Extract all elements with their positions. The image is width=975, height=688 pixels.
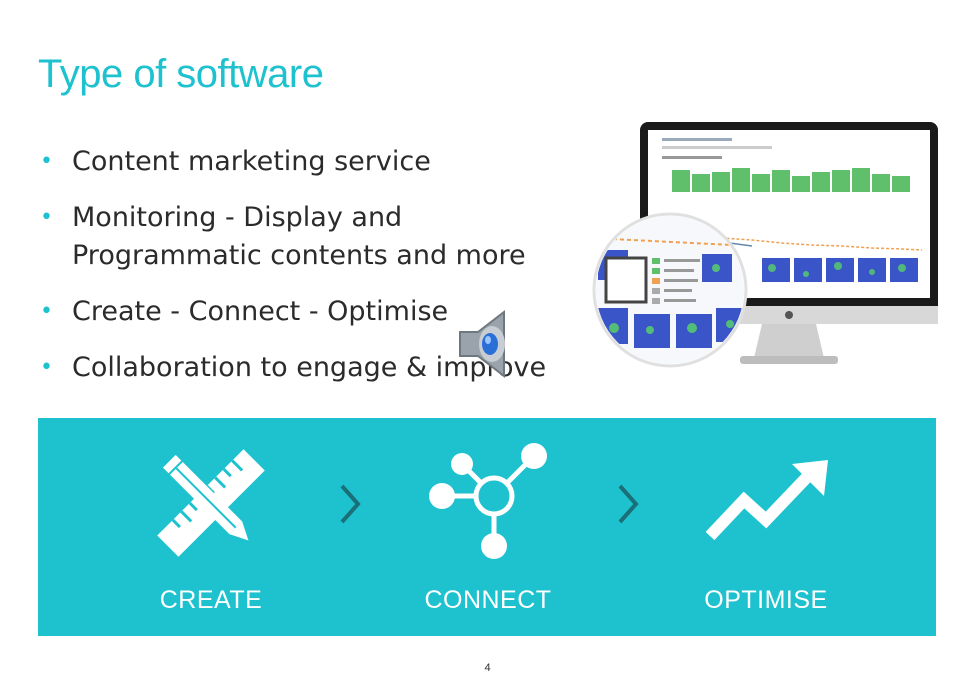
bullet-item: • Monitoring - Display and Programmatic c… (38, 199, 598, 275)
bullet-text: Create - Connect - Optimise (72, 296, 449, 327)
process-band: CREATE CONNECT OPTIMISE (38, 418, 936, 636)
analytics-dashboard-monitor (592, 122, 938, 368)
bullet-text: Content marketing service (72, 146, 431, 177)
step-label-connect: CONNECT (424, 586, 552, 614)
bullet-item: • Create - Connect - Optimise (38, 293, 598, 331)
pencil-ruler-icon (157, 449, 265, 557)
bullet-dot: • (40, 355, 53, 380)
bullet-item: • Collaboration to engage & improve (38, 349, 598, 387)
speaker-icon[interactable] (452, 306, 524, 382)
trend-up-arrow-icon (705, 460, 828, 541)
bullet-dot: • (40, 149, 53, 174)
bullet-text: Collaboration to engage & improve (72, 352, 547, 383)
bullet-dot: • (40, 299, 53, 324)
chevron-right-icon (340, 484, 361, 524)
slide-title: Type of software (38, 52, 324, 96)
bullet-dot: • (40, 205, 53, 230)
step-label-create: CREATE (159, 586, 263, 614)
step-label-optimise: OPTIMISE (704, 586, 828, 614)
chevron-right-icon (618, 484, 639, 524)
page-number: 4 (484, 662, 491, 674)
network-nodes-icon (429, 443, 547, 559)
bullet-list: • Content marketing service • Monitoring -… (38, 143, 598, 405)
bullet-item: • Content marketing service (38, 143, 598, 181)
bullet-text: Monitoring - Display and Programmatic co… (72, 202, 526, 271)
